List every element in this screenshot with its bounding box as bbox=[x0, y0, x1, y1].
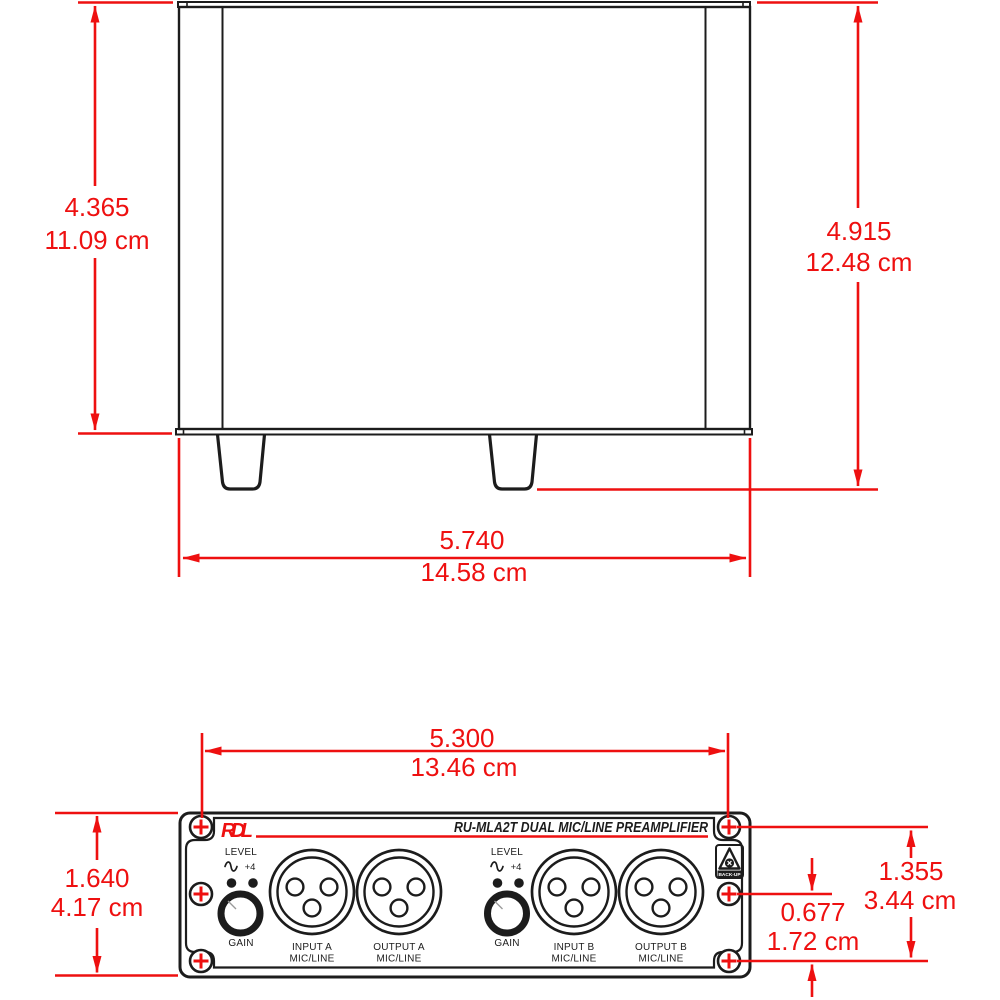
xlr-outer-ring bbox=[355, 848, 443, 936]
xlr-inner-ring bbox=[363, 856, 435, 928]
phillips-screw-icon bbox=[716, 814, 742, 840]
phillips-screw-icon bbox=[188, 948, 214, 974]
xlr-outer-ring bbox=[268, 848, 356, 936]
phillips-screw-icon bbox=[188, 881, 214, 907]
badge-triangle bbox=[718, 847, 741, 870]
chassis-outline-top bbox=[177, 5, 752, 431]
led-dot bbox=[514, 878, 524, 888]
dim-mounting-width-cm: 13.46 cm bbox=[411, 752, 518, 782]
model-title: RU-MLA2T DUAL MIC/LINE PREAMPLIFIER bbox=[454, 820, 708, 836]
level-label: LEVEL bbox=[491, 847, 523, 858]
output-b-label: OUTPUT B bbox=[635, 942, 687, 953]
xlr-pin bbox=[651, 898, 671, 918]
dim-overall-depth-cm: 12.48 cm bbox=[806, 247, 913, 277]
dim-screw-offset-cm: 1.72 cm bbox=[767, 926, 860, 956]
xlr-pin bbox=[547, 877, 567, 897]
xlr-pin bbox=[406, 877, 426, 897]
dim-screw-span-inches: 1.355 bbox=[878, 856, 943, 886]
top-view: 4.365 11.09 cm 4.915 12.48 cm 5.740 14.5… bbox=[44, 1, 913, 587]
level-label: LEVEL bbox=[225, 847, 257, 858]
knob-pointer bbox=[227, 900, 237, 910]
phillips-screw-icon bbox=[716, 948, 742, 974]
xlr-input-b bbox=[530, 848, 618, 936]
output-a-sublabel: MIC/LINE bbox=[377, 954, 422, 965]
dim-width-cm: 14.58 cm bbox=[421, 557, 528, 587]
phillips-screw-icon bbox=[188, 814, 214, 840]
output-b-sublabel: MIC/LINE bbox=[639, 954, 684, 965]
badge-x bbox=[727, 860, 732, 866]
input-a-sublabel: MIC/LINE bbox=[290, 954, 335, 965]
plus4-label: +4 bbox=[511, 862, 522, 873]
xlr-pin bbox=[668, 877, 688, 897]
xlr-pin bbox=[634, 877, 654, 897]
badge-bar bbox=[717, 870, 742, 877]
dim-depth-cm: 11.09 cm bbox=[44, 225, 149, 255]
channel-a: LEVEL +4 GAIN INPUT A MIC/LINE bbox=[217, 847, 443, 965]
xlr-output-b bbox=[617, 848, 705, 936]
gain-knob bbox=[484, 890, 530, 937]
input-b-sublabel: MIC/LINE bbox=[552, 954, 597, 965]
dim-screw-offset-inches: 0.677 bbox=[780, 897, 845, 927]
gain-label: GAIN bbox=[228, 938, 253, 949]
front-panel-edge-top-view bbox=[175, 428, 753, 436]
xlr-inner-ring bbox=[538, 856, 610, 928]
dim-mounting-width-inches: 5.300 bbox=[429, 723, 494, 753]
sine-wave-icon bbox=[224, 861, 238, 872]
brand-logo: RDL bbox=[221, 820, 253, 842]
xlr-outer-ring bbox=[530, 848, 618, 936]
xlr-pin bbox=[302, 898, 322, 918]
gain-knob-b-top-view bbox=[487, 434, 539, 491]
backup-warning-icon: BACK-UP bbox=[715, 844, 744, 879]
dim-overall-depth-inches: 4.915 bbox=[826, 216, 891, 246]
xlr-pin bbox=[564, 898, 584, 918]
gain-knob bbox=[217, 890, 264, 937]
dim-screw-span-cm: 3.44 cm bbox=[864, 885, 957, 915]
output-a-label: OUTPUT A bbox=[373, 942, 425, 953]
badge-label: BACK-UP bbox=[718, 872, 741, 878]
xlr-pin bbox=[285, 877, 305, 897]
led-dot bbox=[492, 878, 503, 888]
xlr-pin bbox=[319, 877, 339, 897]
led-dot bbox=[226, 878, 237, 888]
xlr-pin bbox=[581, 877, 601, 897]
front-view: RDL RU-MLA2T DUAL MIC/LINE PREAMPLIFIER … bbox=[51, 723, 957, 997]
dim-height-cm: 4.17 cm bbox=[51, 892, 144, 922]
channel-b: LEVEL +4 GAIN INPUT B MIC/LINE bbox=[484, 847, 705, 965]
xlr-outer-ring bbox=[617, 848, 705, 936]
dim-height-inches: 1.640 bbox=[64, 863, 129, 893]
led-dot bbox=[248, 878, 258, 888]
dim-width-inches: 5.740 bbox=[439, 525, 504, 555]
input-a-label: INPUT A bbox=[292, 942, 332, 953]
faceplate-inner-outline bbox=[184, 816, 744, 969]
phillips-screw-icon bbox=[716, 881, 742, 907]
dim-depth-inches: 4.365 bbox=[64, 192, 129, 222]
plus4-label: +4 bbox=[245, 862, 256, 873]
gain-knob-a-top-view bbox=[215, 434, 267, 491]
xlr-inner-ring bbox=[276, 856, 348, 928]
xlr-pin bbox=[372, 877, 392, 897]
xlr-pin bbox=[389, 898, 409, 918]
gain-label: GAIN bbox=[494, 938, 519, 949]
badge-frame bbox=[715, 844, 744, 879]
xlr-inner-ring bbox=[625, 856, 697, 928]
sine-wave-icon bbox=[490, 861, 504, 872]
knob-pointer bbox=[494, 900, 503, 910]
input-b-label: INPUT B bbox=[554, 942, 595, 953]
xlr-input-a bbox=[268, 848, 356, 936]
xlr-output-a bbox=[355, 848, 443, 936]
